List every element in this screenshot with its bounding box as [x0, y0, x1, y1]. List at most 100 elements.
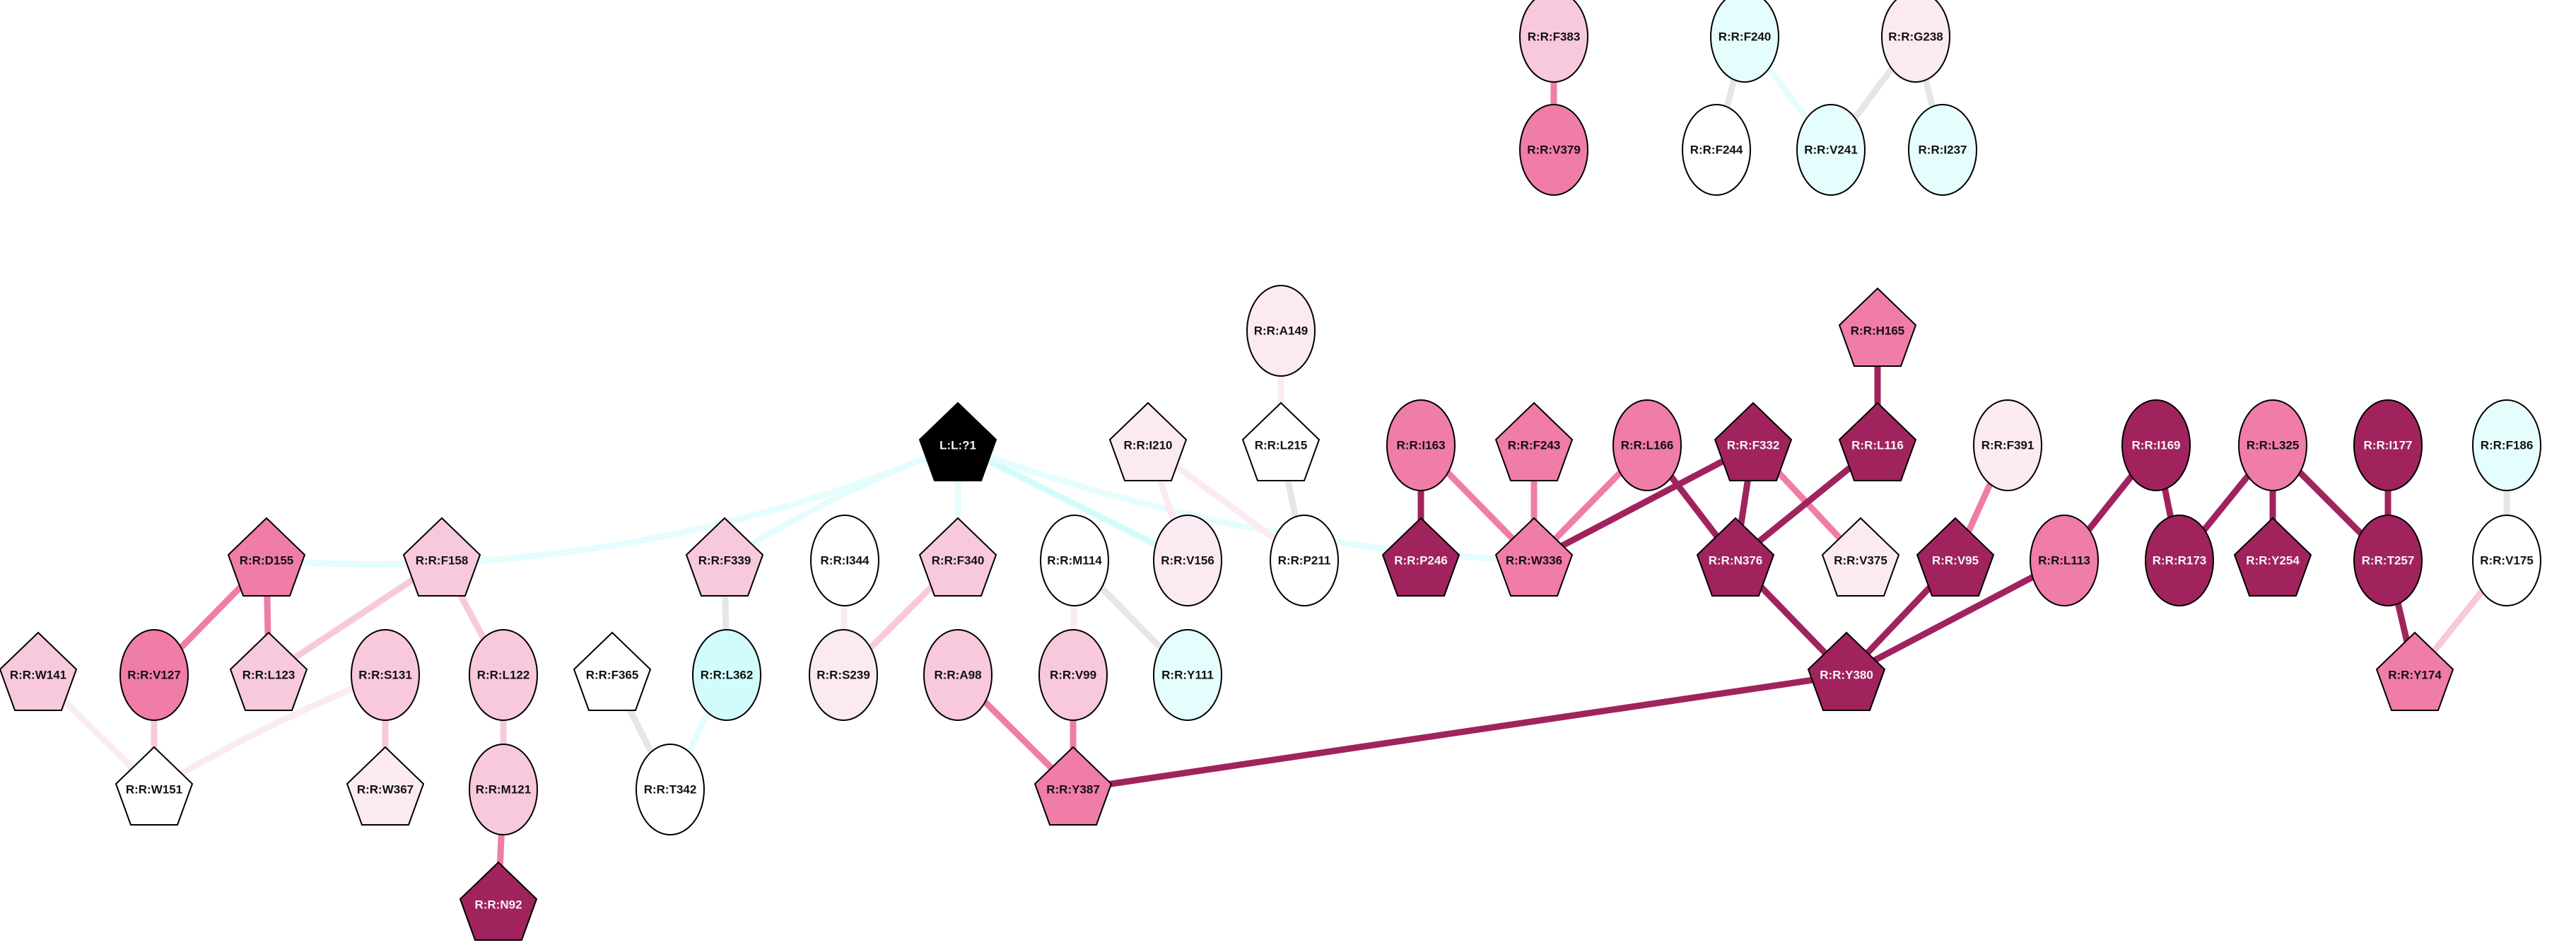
node-label: R:R:I169 [2132, 439, 2181, 452]
node-label: R:R:V127 [127, 669, 181, 682]
node-f158[interactable]: R:R:F158 [402, 517, 481, 597]
node-v127[interactable]: R:R:V127 [119, 629, 189, 721]
node-v379[interactable]: R:R:V379 [1519, 104, 1588, 196]
node-y387[interactable]: R:R:Y387 [1034, 746, 1113, 826]
node-l116[interactable]: R:R:L116 [1838, 401, 1917, 481]
node-l325[interactable]: R:R:L325 [2238, 399, 2307, 491]
node-f391[interactable]: R:R:F391 [1973, 399, 2042, 491]
node-s131[interactable]: R:R:S131 [351, 629, 420, 721]
edge-Y387-Y380 [1072, 671, 1847, 793]
circle-node-shape [1519, 0, 1588, 83]
circle-node-shape [2353, 399, 2423, 491]
node-i169[interactable]: R:R:I169 [2121, 399, 2191, 491]
node-f244[interactable]: R:R:F244 [1682, 104, 1751, 196]
circle-node-shape [469, 744, 538, 835]
pentagon-node-shape [402, 517, 481, 597]
node-n92[interactable]: R:R:N92 [459, 861, 538, 941]
node-f332[interactable]: R:R:F332 [1714, 401, 1793, 481]
node-i163[interactable]: R:R:I163 [1386, 399, 1456, 491]
pentagon-node-shape [2375, 631, 2454, 711]
node-w141[interactable]: R:R:W141 [0, 631, 78, 711]
node-v375[interactable]: R:R:V375 [1821, 517, 1900, 597]
node-l215[interactable]: R:R:L215 [1241, 401, 1321, 481]
node-m114[interactable]: R:R:M114 [1040, 515, 1109, 606]
node-a149[interactable]: R:R:A149 [1246, 285, 1316, 377]
node-label: R:R:T257 [2362, 554, 2415, 568]
node-f365[interactable]: R:R:F365 [573, 631, 652, 711]
node-l122[interactable]: R:R:L122 [469, 629, 538, 721]
node-t257[interactable]: R:R:T257 [2353, 515, 2423, 606]
circle-node-shape [636, 744, 705, 835]
node-label: R:R:L215 [1255, 439, 1308, 452]
node-l123[interactable]: R:R:L123 [229, 631, 308, 711]
pentagon-node-shape [1838, 401, 1917, 481]
node-i177[interactable]: R:R:I177 [2353, 399, 2423, 491]
node-f240[interactable]: R:R:F240 [1710, 0, 1779, 83]
node-label: R:R:I210 [1124, 439, 1173, 452]
circle-node-shape [2238, 399, 2307, 491]
node-label: R:R:I237 [1919, 143, 1967, 157]
node-w367[interactable]: R:R:W367 [346, 746, 425, 826]
node-l113[interactable]: R:R:L113 [2030, 515, 2099, 606]
node-l1[interactable]: L:L:?1 [918, 401, 997, 481]
node-label: R:R:Y254 [2246, 554, 2300, 568]
node-s239[interactable]: R:R:S239 [809, 629, 878, 721]
node-label: R:R:L122 [477, 669, 530, 682]
pentagon-node-shape [459, 861, 538, 941]
edge-L113-Y380 [1844, 558, 2066, 678]
node-f339[interactable]: R:R:F339 [685, 517, 764, 597]
node-l166[interactable]: R:R:L166 [1612, 399, 1682, 491]
node-label: R:R:V375 [1834, 554, 1887, 568]
node-y174[interactable]: R:R:Y174 [2375, 631, 2454, 711]
circle-node-shape [2353, 515, 2423, 606]
node-f340[interactable]: R:R:F340 [918, 517, 997, 597]
node-label: R:R:L166 [1621, 439, 1674, 452]
pentagon-node-shape [227, 517, 306, 597]
pentagon-node-shape [1714, 401, 1793, 481]
node-i237[interactable]: R:R:I237 [1908, 104, 1977, 196]
node-f383[interactable]: R:R:F383 [1519, 0, 1588, 83]
node-label: R:R:T342 [644, 783, 697, 797]
node-t342[interactable]: R:R:T342 [636, 744, 705, 835]
node-w336[interactable]: R:R:W336 [1494, 517, 1574, 597]
node-y111[interactable]: R:R:Y111 [1153, 629, 1222, 721]
node-label: R:R:D155 [240, 554, 294, 568]
node-r173[interactable]: R:R:R173 [2145, 515, 2214, 606]
node-v175[interactable]: R:R:V175 [2472, 515, 2541, 606]
node-v99[interactable]: R:R:V99 [1038, 629, 1108, 721]
node-i210[interactable]: R:R:I210 [1108, 401, 1188, 481]
circle-node-shape [351, 629, 420, 721]
circle-node-shape [119, 629, 189, 721]
node-g238[interactable]: R:R:G238 [1881, 0, 1950, 83]
node-label: R:R:N92 [474, 898, 522, 912]
circle-node-shape [2472, 515, 2541, 606]
node-v156[interactable]: R:R:V156 [1153, 515, 1222, 606]
node-label: R:R:F391 [1981, 439, 2035, 452]
node-i344[interactable]: R:R:I344 [810, 515, 879, 606]
node-y254[interactable]: R:R:Y254 [2233, 517, 2312, 597]
edge-L1-V156 [956, 442, 1190, 564]
node-d155[interactable]: R:R:D155 [227, 517, 306, 597]
node-w151[interactable]: R:R:W151 [115, 746, 194, 826]
node-a98[interactable]: R:R:A98 [923, 629, 993, 721]
node-p246[interactable]: R:R:P246 [1381, 517, 1460, 597]
node-f186[interactable]: R:R:F186 [2472, 399, 2541, 491]
edge-L1-D155 [266, 442, 959, 568]
circle-node-shape [1710, 0, 1779, 83]
node-label: R:R:F244 [1690, 143, 1743, 157]
circle-node-shape [1796, 104, 1866, 196]
circle-node-shape [469, 629, 538, 721]
pentagon-node-shape [918, 401, 997, 481]
node-v95[interactable]: R:R:V95 [1916, 517, 1995, 597]
node-n376[interactable]: R:R:N376 [1696, 517, 1775, 597]
node-y380[interactable]: R:R:Y380 [1807, 631, 1886, 711]
node-m121[interactable]: R:R:M121 [469, 744, 538, 835]
node-label: R:R:W367 [357, 783, 414, 797]
node-l362[interactable]: R:R:L362 [692, 629, 761, 721]
pentagon-node-shape [1821, 517, 1900, 597]
node-f243[interactable]: R:R:F243 [1494, 401, 1574, 481]
node-v241[interactable]: R:R:V241 [1796, 104, 1866, 196]
node-p211[interactable]: R:R:P211 [1270, 515, 1339, 606]
circle-node-shape [2030, 515, 2099, 606]
node-h165[interactable]: R:R:H165 [1838, 287, 1917, 367]
